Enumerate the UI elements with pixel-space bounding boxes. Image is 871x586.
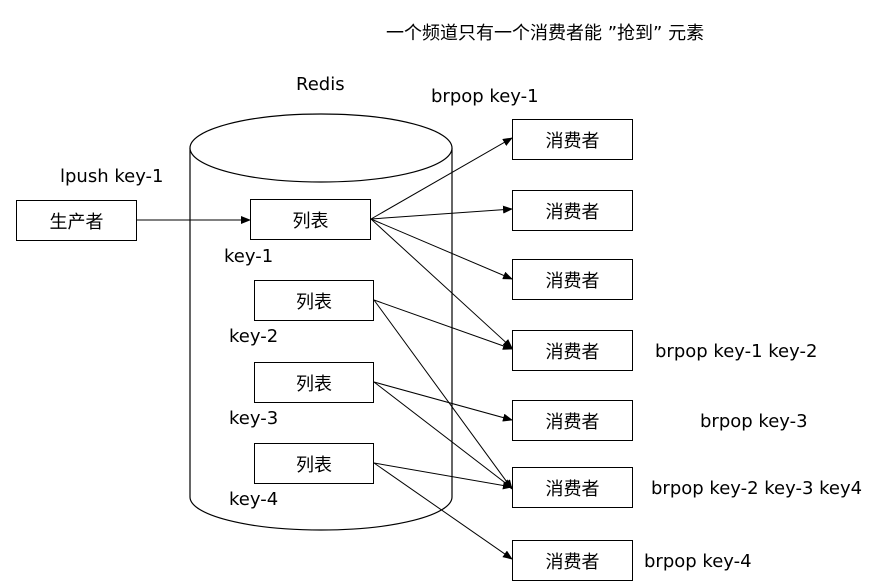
- arrow-list4-to-consumer6: [373, 462, 513, 490]
- list-box-4: 列表: [254, 443, 374, 484]
- consumer-label: 消费者: [545, 341, 600, 363]
- consumer-box-2: 消费者: [512, 190, 633, 231]
- consumer-label: 消费者: [545, 201, 600, 223]
- consumer-command-5: brpop key-3: [700, 411, 808, 432]
- arrow-list1-to-consumer3: [370, 218, 513, 280]
- consumer-box-6: 消费者: [512, 467, 633, 508]
- producer-command: lpush key-1: [60, 166, 164, 187]
- arrow-list1-to-consumer1: [370, 137, 513, 220]
- list-label: 列表: [296, 291, 332, 313]
- redis-cylinder: [189, 113, 453, 531]
- arrow-list3-to-consumer6: [373, 381, 513, 489]
- consumer-command-6: brpop key-2 key-3 key4: [651, 478, 863, 499]
- list-key-2: key-2: [229, 326, 279, 347]
- redis-label: Redis: [296, 74, 345, 95]
- consumer-label: 消费者: [545, 130, 600, 152]
- arrow-list3-to-consumer5: [373, 381, 513, 422]
- consumer-box-4: 消费者: [512, 330, 633, 371]
- consumer-label: 消费者: [545, 551, 600, 573]
- top-consumer-command: brpop key-1: [431, 86, 539, 107]
- list-box-2: 列表: [254, 280, 374, 321]
- arrow-list4-to-consumer7: [373, 462, 513, 560]
- list-box-1: 列表: [250, 199, 371, 240]
- consumer-command-7: brpop key-4: [644, 551, 752, 572]
- arrow-list1-to-consumer2: [370, 205, 513, 220]
- list-key-4: key-4: [229, 489, 279, 510]
- diagram-title: 一个频道只有一个消费者能 ”抢到” 元素: [386, 23, 705, 44]
- consumer-label: 消费者: [545, 411, 600, 433]
- arrow-list2-to-consumer6: [373, 299, 513, 490]
- cylinder-top: [189, 113, 453, 183]
- producer-label: 生产者: [49, 211, 104, 233]
- consumer-box-7: 消费者: [512, 540, 633, 581]
- list-label: 列表: [296, 373, 332, 395]
- consumer-label: 消费者: [545, 478, 600, 500]
- producer-box: 生产者: [16, 200, 137, 241]
- consumer-box-3: 消费者: [512, 259, 633, 300]
- consumer-label: 消费者: [545, 270, 600, 292]
- list-box-3: 列表: [254, 362, 374, 403]
- consumer-box-1: 消费者: [512, 119, 633, 160]
- list-label: 列表: [296, 454, 332, 476]
- cylinder-body: [189, 148, 453, 531]
- consumer-box-5: 消费者: [512, 400, 633, 441]
- list-label: 列表: [292, 210, 329, 232]
- list-key-1: key-1: [224, 246, 274, 267]
- arrow-list2-to-consumer4: [373, 299, 513, 350]
- list-key-3: key-3: [229, 408, 279, 429]
- consumer-command-4: brpop key-1 key-2: [655, 341, 818, 362]
- arrow-list1-to-consumer4: [370, 218, 513, 349]
